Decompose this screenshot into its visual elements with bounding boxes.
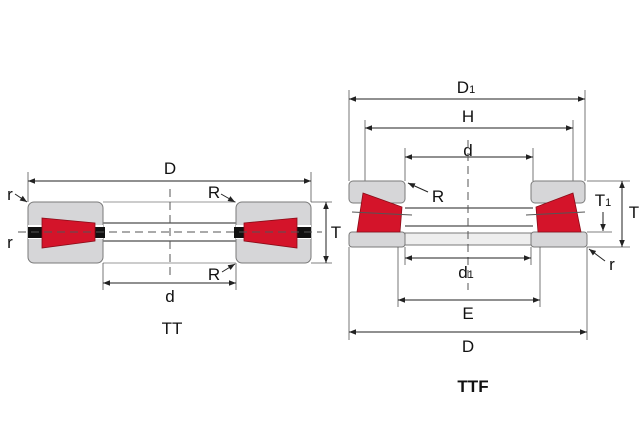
ttf-D-label: D	[462, 337, 474, 356]
ttf-D1-label: D1	[457, 78, 475, 97]
ttf-R-label: R	[432, 187, 444, 206]
ttf-r-label: r	[609, 255, 615, 274]
tt-r-bottom-label: r	[7, 233, 13, 252]
ttf-left-roller	[356, 192, 403, 233]
tt-r-top-label: r	[7, 185, 13, 204]
tt-d-label: d	[165, 287, 174, 306]
ttf-T1-label: T1	[595, 191, 612, 210]
tt-R-top-label: R	[208, 183, 220, 202]
tt-bearing: D T d r r R R TT	[7, 159, 341, 338]
ttf-E-label: E	[462, 304, 473, 323]
ttf-bearing: D1 H d R T1 T r d1	[348, 78, 639, 396]
tt-title: TT	[162, 319, 183, 338]
tt-right-roller	[243, 217, 298, 249]
ttf-title: TTF	[457, 377, 488, 396]
ttf-right-roller	[535, 192, 582, 233]
tt-R-bottom-label: R	[208, 265, 220, 284]
tt-left-roller	[41, 217, 96, 249]
ttf-H-label: H	[462, 107, 474, 126]
tt-D-label: D	[164, 159, 176, 178]
ttf-right-bottom-washer	[530, 231, 588, 248]
ttf-left-bottom-washer	[348, 231, 406, 248]
ttf-d-label: d	[463, 141, 472, 160]
tt-T-label: T	[331, 223, 341, 242]
ttf-T-label: T	[629, 203, 639, 222]
ttf-d1-label: d1	[458, 263, 474, 282]
